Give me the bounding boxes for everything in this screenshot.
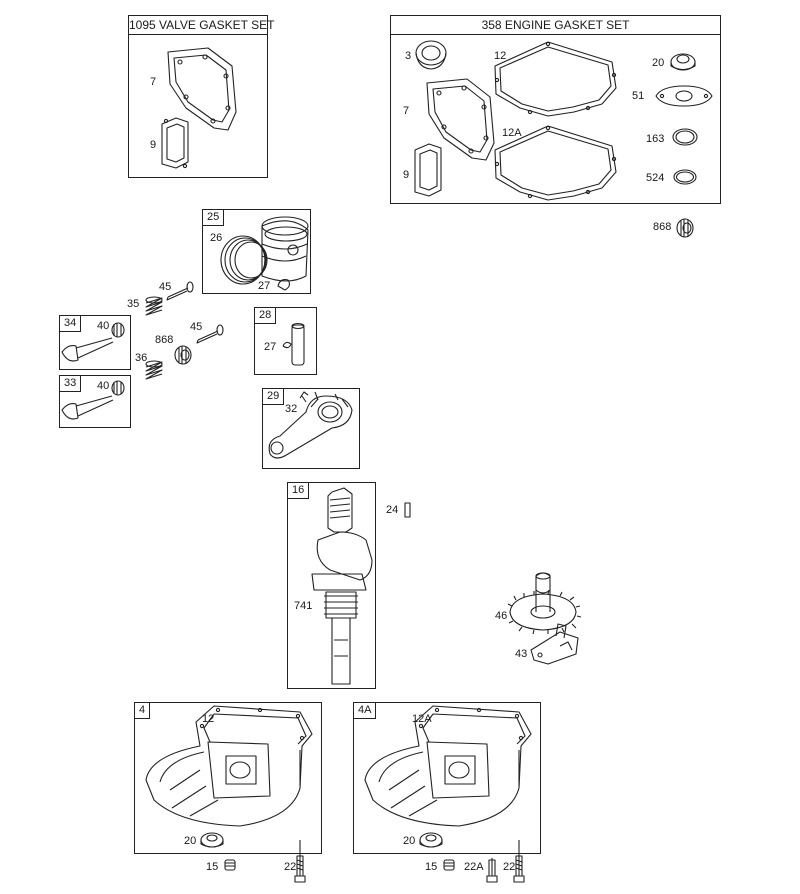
callout-oil-seal: 3 <box>405 50 412 62</box>
callout-sump-screw: 22 <box>284 861 297 873</box>
callout-valve-spring-upper: 35 <box>127 298 140 310</box>
callout-governor: 43 <box>515 648 528 660</box>
callout-crankshaft: 741 <box>294 600 313 612</box>
callout-breather-gasket: 51 <box>632 90 645 102</box>
callout-collar-intake: 40 <box>97 380 110 392</box>
callout-seal-868-mid: 868 <box>155 334 174 346</box>
callout-seal-20: 20 <box>652 57 665 69</box>
callout-sump-screw-alt: 22 <box>503 861 516 873</box>
callout-dowel-alt: 15 <box>425 861 438 873</box>
seal-868-shape <box>677 219 693 237</box>
callout-valve-spring-lower: 36 <box>135 352 148 364</box>
callout-o-ring-524: 524 <box>646 172 665 184</box>
connecting-rod-box: 29 <box>262 388 360 469</box>
piston-group-tag: 25 <box>203 210 225 226</box>
intake-valve-box: 33 <box>59 375 131 428</box>
crankshaft-box: 16 <box>287 482 376 689</box>
exhaust-valve-box: 34 <box>59 315 131 370</box>
exhaust-valve-group-tag: 34 <box>60 316 82 332</box>
callout-crankcase-gasket: 12 <box>494 50 507 62</box>
crankshaft-group-tag: 16 <box>288 483 310 499</box>
callout-retainer-ring: 27 <box>258 280 271 292</box>
dowel-shape <box>225 860 235 870</box>
callout-collar-exhaust: 40 <box>97 320 110 332</box>
valve-gasket-set-box: 1095 VALVE GASKET SET <box>128 15 274 178</box>
piston-box: 25 <box>202 209 311 294</box>
callout-dowel: 15 <box>206 861 219 873</box>
piston-pin-group-tag: 28 <box>255 308 277 324</box>
callout-sump-seal: 20 <box>184 835 197 847</box>
sump-alt-box: 4A <box>353 702 541 854</box>
cam-gear-shape <box>508 573 581 634</box>
callout-retainer-ring-pin: 27 <box>264 341 277 353</box>
sump-alt-group-tag: 4A <box>354 703 377 719</box>
callout-o-ring-163: 163 <box>646 133 665 145</box>
callout-cam-gear: 46 <box>495 610 508 622</box>
sump-group-tag: 4 <box>135 703 151 719</box>
engine-gasket-set-box: 358 ENGINE GASKET SET <box>390 15 721 204</box>
callout-head-gasket-2: 7 <box>403 105 410 117</box>
piston-pin-box: 28 <box>254 307 317 375</box>
callout-sump-alt-seal: 20 <box>403 835 416 847</box>
callout-intake-gasket-2: 9 <box>403 169 410 181</box>
valve-spring-upper-shape <box>146 297 162 315</box>
callout-key: 24 <box>386 504 399 516</box>
key-shape <box>405 503 410 517</box>
engine-gasket-set-title: 358 ENGINE GASKET SET <box>391 16 720 35</box>
callout-retainer-upper: 45 <box>159 281 172 293</box>
callout-piston: 26 <box>210 232 223 244</box>
seal-868-mid-shape <box>175 346 191 364</box>
callout-seal-868-top: 868 <box>653 221 672 233</box>
valve-gasket-set-title: 1095 VALVE GASKET SET <box>129 16 274 35</box>
sump-screw-22a-shape <box>487 858 497 882</box>
connecting-rod-group-tag: 29 <box>263 389 285 405</box>
callout-sump-gasket: 12 <box>202 713 215 725</box>
sump-box: 4 <box>134 702 322 854</box>
callout-retainer-lower: 45 <box>190 321 203 333</box>
callout-head-gasket: 7 <box>150 76 157 88</box>
callout-intake-gasket: 9 <box>150 139 157 151</box>
callout-crankcase-gasket-alt: 12A <box>502 127 522 139</box>
valve-spring-lower-shape <box>146 361 162 379</box>
callout-sump-alt-gasket: 12A <box>412 713 432 725</box>
dowel-alt-shape <box>444 860 454 870</box>
callout-rod-screw: 32 <box>285 403 298 415</box>
governor-shape <box>531 624 578 664</box>
intake-valve-group-tag: 33 <box>60 376 82 392</box>
callout-sump-screw-22a: 22A <box>464 861 484 873</box>
